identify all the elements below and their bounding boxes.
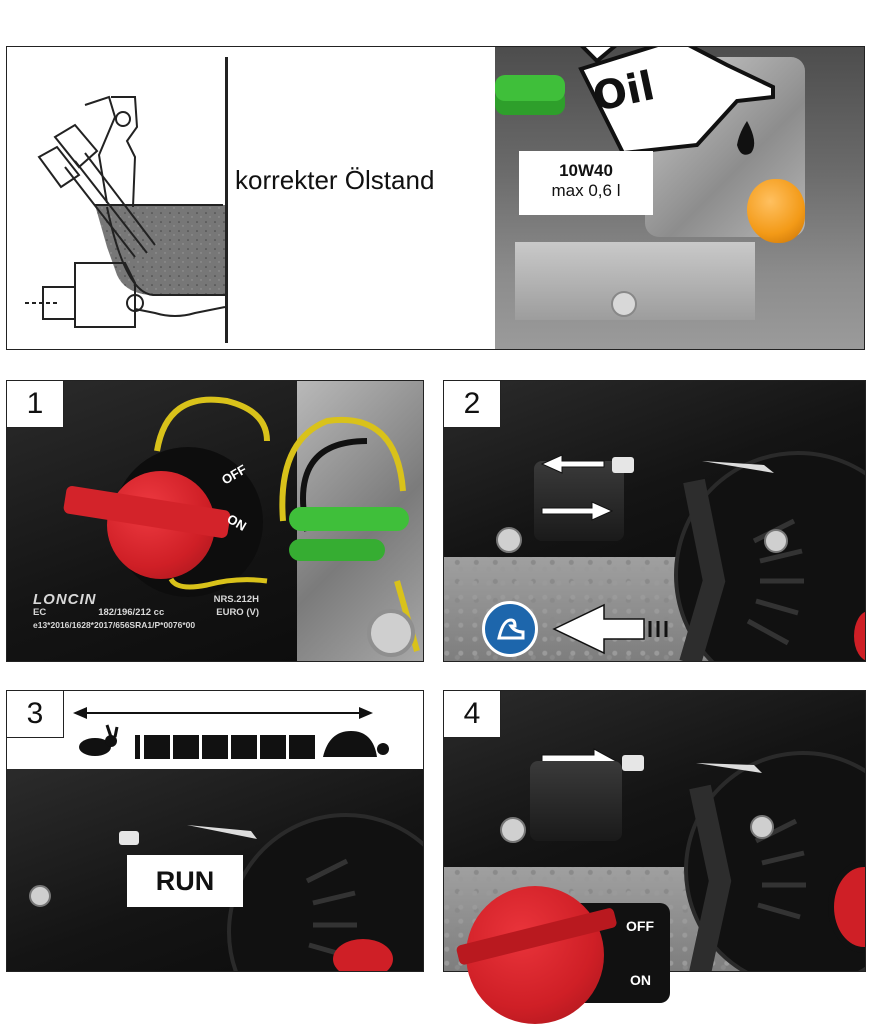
strength-instruction-icon bbox=[482, 601, 538, 657]
red-rim bbox=[333, 939, 393, 971]
choke-lever-tab[interactable] bbox=[612, 457, 634, 473]
red-rim bbox=[854, 611, 865, 661]
oil-filler-cap bbox=[747, 179, 805, 243]
green-connector bbox=[289, 507, 409, 531]
diagram-divider bbox=[225, 57, 228, 343]
choke-lever-tab[interactable] bbox=[622, 755, 644, 771]
throttle-speed-scale bbox=[73, 707, 389, 759]
run-label: RUN bbox=[127, 855, 243, 907]
direction-arrows bbox=[540, 454, 668, 655]
bolt bbox=[367, 609, 415, 657]
oil-capacity: max 0,6 l bbox=[551, 181, 621, 200]
plate-model: NRS.212H bbox=[213, 594, 259, 605]
oil-can-icon bbox=[578, 47, 775, 156]
oil-spec-label: 10W40 max 0,6 l bbox=[519, 151, 653, 215]
switch-wire-lower bbox=[168, 577, 268, 590]
turtle-icon bbox=[323, 731, 389, 757]
step-1-panel: 1 OFF ON LONCIN NRS.212H EC 182/196/212 … bbox=[6, 380, 424, 662]
hare-icon bbox=[79, 724, 119, 756]
flexed-arm-icon bbox=[497, 618, 525, 640]
bolt bbox=[496, 527, 522, 553]
oil-level-panel: korrekter Ölstand Oil 10W40 max 0,6 l bbox=[6, 46, 865, 350]
plate-displacement: 182/196/212 cc bbox=[98, 607, 165, 618]
bolt bbox=[750, 815, 774, 839]
oil-level-label: korrekter Ölstand bbox=[235, 165, 435, 195]
green-wires bbox=[495, 75, 565, 101]
oil-level-diagram bbox=[25, 95, 226, 328]
starter-vents bbox=[679, 461, 804, 661]
fuel-tap bbox=[534, 461, 624, 541]
rating-plate: LONCIN NRS.212H EC 182/196/212 cc EURO (… bbox=[33, 591, 259, 645]
step-4-panel: 4 bbox=[443, 690, 866, 972]
fuel-tap bbox=[530, 761, 622, 841]
step-number: 3 bbox=[7, 691, 64, 738]
plate-euro: EURO (V) bbox=[216, 607, 259, 618]
starter-vents bbox=[187, 825, 357, 960]
plate-ec: EC bbox=[33, 607, 47, 618]
switch-on-label: ON bbox=[630, 972, 651, 988]
bolt bbox=[29, 885, 51, 907]
step-3-panel: 3 bbox=[6, 690, 424, 972]
oil-grade: 10W40 bbox=[559, 161, 613, 180]
step-number: 4 bbox=[444, 691, 501, 738]
step-number: 2 bbox=[444, 381, 501, 428]
throttle-lever-tab[interactable] bbox=[119, 831, 139, 845]
step-number: 1 bbox=[7, 381, 64, 428]
plate-brand: LONCIN bbox=[33, 591, 97, 608]
oil-sump-fill bbox=[95, 205, 225, 295]
green-connector bbox=[289, 539, 385, 561]
plate-approval: e13*2016/1628*2017/656SRA1/P*0076*00 bbox=[33, 620, 196, 630]
bolt bbox=[611, 291, 637, 317]
switch-off-label: OFF bbox=[626, 918, 654, 934]
bolt bbox=[764, 529, 788, 553]
bolt bbox=[500, 817, 526, 843]
step-2-panel: 2 bbox=[443, 380, 866, 662]
